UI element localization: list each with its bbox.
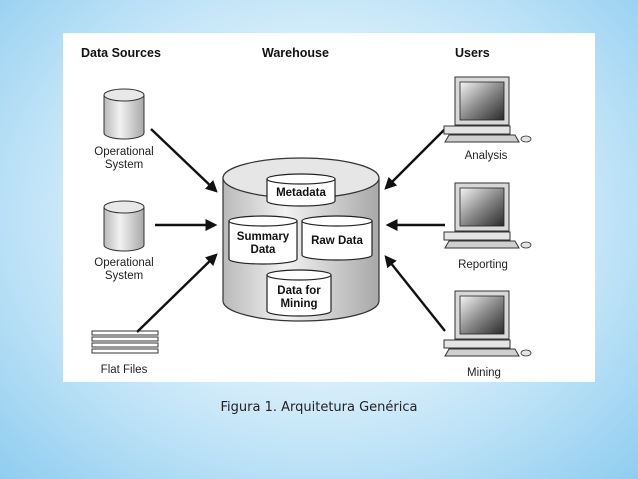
warehouse-cylinder: [222, 157, 380, 322]
data-for-mining-label-line1: Data for: [277, 285, 321, 297]
arrow-analysis-to-warehouse: [384, 128, 446, 190]
data-for-mining-store: [266, 269, 332, 317]
metadata-label: Metadata: [276, 187, 326, 199]
arrow-source-3-to-warehouse: [136, 253, 218, 333]
raw-data-label: Raw Data: [311, 235, 363, 247]
metadata-store: [266, 173, 336, 207]
user-reporting-label: Reporting: [458, 259, 508, 271]
diagram-panel: Data Sources Warehouse Users Operational…: [63, 33, 595, 382]
source-2-label-line2: System: [105, 270, 143, 282]
header-data-sources: Data Sources: [81, 46, 161, 60]
header-users: Users: [455, 46, 490, 60]
figure-caption: Figura 1. Arquitetura Genérica: [220, 400, 418, 415]
source-2-label-line1: Operational: [94, 257, 153, 269]
summary-data-label-line2: Data: [251, 244, 277, 256]
computer-workstation-icon: [443, 76, 532, 143]
arrow-source-1-to-warehouse: [150, 128, 218, 193]
data-for-mining-label-line2: Mining: [280, 298, 317, 310]
flat-files-icon: [91, 330, 159, 354]
computer-workstation-icon: [443, 290, 532, 357]
summary-data-store: [228, 215, 298, 265]
summary-data-label-line1: Summary: [237, 231, 290, 243]
source-1-label-line1: Operational: [94, 146, 153, 158]
architecture-diagram: Data Sources Warehouse Users Operational…: [81, 46, 532, 379]
computer-workstation-icon: [443, 182, 532, 249]
source-3-label: Flat Files: [101, 364, 148, 376]
user-mining-label: Mining: [467, 367, 501, 379]
raw-data-store: [301, 215, 373, 261]
user-analysis-label: Analysis: [465, 150, 508, 162]
database-cylinder-icon: [103, 200, 145, 252]
database-cylinder-icon: [103, 88, 145, 140]
header-warehouse: Warehouse: [262, 46, 329, 60]
source-1-label-line2: System: [105, 159, 143, 171]
arrow-mining-to-warehouse: [384, 255, 446, 332]
